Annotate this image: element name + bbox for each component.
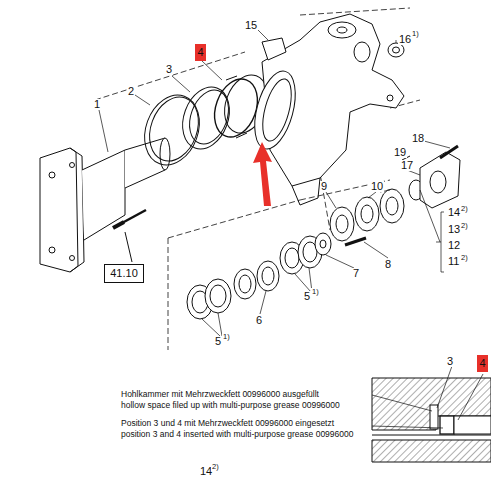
note-text: hollow space filed up with multi-purpose… bbox=[120, 401, 341, 410]
footnote-mark: 1) bbox=[411, 30, 420, 38]
callout-number: 7 bbox=[352, 268, 360, 279]
callout-number: 11 bbox=[447, 256, 460, 267]
callout-number: 9 bbox=[320, 181, 328, 192]
footnote-mark: 1) bbox=[222, 333, 231, 341]
footnote-mark: 2) bbox=[460, 254, 469, 262]
nut-part bbox=[388, 43, 404, 57]
callout-number: 2 bbox=[127, 86, 135, 97]
ring-parts bbox=[135, 69, 275, 173]
red-arrow bbox=[253, 142, 272, 206]
spindle-part bbox=[40, 138, 170, 272]
callout-number: 18 bbox=[411, 133, 425, 144]
section-view bbox=[372, 366, 491, 462]
node-text: 4 bbox=[479, 358, 485, 369]
footnote-mark: 1) bbox=[311, 288, 320, 296]
note-text: position 3 and 4 inserted with multi-pur… bbox=[120, 430, 354, 439]
callout-number: 1 bbox=[93, 99, 101, 110]
callout-number: 3 bbox=[165, 64, 173, 75]
node-text: 4 bbox=[197, 47, 203, 58]
callout-number: 17 bbox=[400, 160, 414, 171]
footnote-mark: 2) bbox=[211, 463, 220, 471]
callout-number: 3 bbox=[446, 356, 454, 367]
callout-number: 12 bbox=[447, 240, 461, 251]
bearing-parts bbox=[187, 146, 460, 319]
callout-number: 10 bbox=[370, 181, 384, 192]
callout-number: 8 bbox=[384, 259, 392, 270]
note-text: Position 3 und 4 mit Mehrzweckfett 00996… bbox=[120, 419, 335, 428]
callout-number: 19 bbox=[393, 147, 407, 158]
footnote-mark: 2) bbox=[460, 205, 469, 213]
leader-line bbox=[99, 28, 450, 336]
callout-number: 6 bbox=[255, 315, 263, 326]
reference-box: 41.10 bbox=[104, 264, 144, 283]
note-text: Hohlkammer mit Mehrzweckfett 00996000 au… bbox=[120, 390, 320, 399]
highlight-box: 4 bbox=[195, 44, 206, 61]
footnote-mark: 2) bbox=[460, 222, 469, 230]
node-text: 41.10 bbox=[110, 268, 138, 279]
steering-knuckle bbox=[247, 14, 404, 205]
highlight-box: 4 bbox=[477, 355, 488, 372]
callout-number: 5 bbox=[214, 336, 222, 347]
dashed-guide bbox=[95, 8, 420, 350]
callout-number: 5 bbox=[303, 291, 311, 302]
callout-number: 15 bbox=[244, 20, 258, 31]
